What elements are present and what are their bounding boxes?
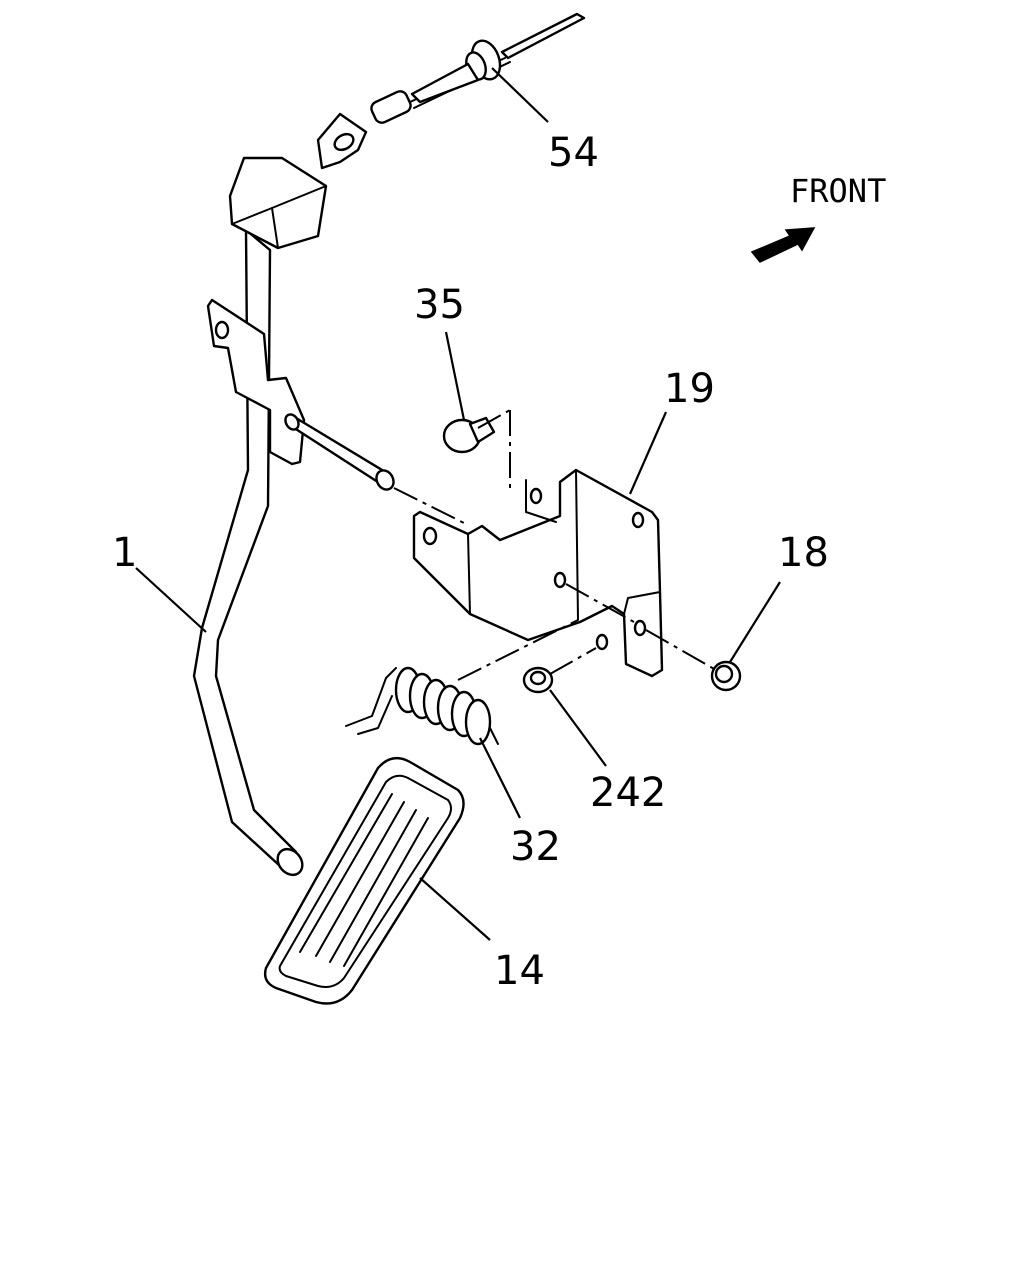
callout-pedal-arm: 1 xyxy=(112,530,137,576)
leader-lines xyxy=(135,67,781,941)
front-arrow-icon xyxy=(750,227,816,263)
front-direction-indicator: FRONT xyxy=(750,172,886,263)
front-label: FRONT xyxy=(790,172,886,210)
nut xyxy=(710,660,742,692)
return-spring xyxy=(345,666,499,746)
accelerator-cable xyxy=(316,12,586,170)
flange-nut xyxy=(522,666,554,694)
callout-stopper: 35 xyxy=(414,282,465,328)
pedal-pad xyxy=(263,756,465,1005)
bracket xyxy=(412,468,664,678)
callout-pedal-pad: 14 xyxy=(494,948,545,994)
callout-flange-nut: 242 xyxy=(590,770,666,816)
callout-bracket: 19 xyxy=(664,366,715,412)
pedal-arm xyxy=(192,156,395,877)
callout-spring: 32 xyxy=(510,824,561,870)
callout-cable: 54 xyxy=(548,130,599,176)
callout-labels: 1 14 18 19 32 35 54 242 xyxy=(112,130,829,994)
assembly-center-lines xyxy=(393,409,717,681)
callout-nut: 18 xyxy=(778,530,829,576)
stopper xyxy=(442,416,496,454)
